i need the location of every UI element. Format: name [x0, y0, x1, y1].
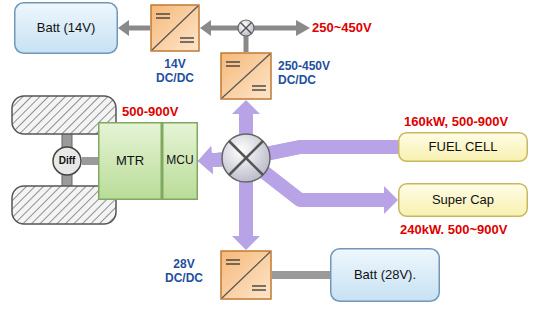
dcdc-converter: 14V DC/DC [150, 4, 200, 52]
arrowhead [232, 236, 260, 250]
arrowhead [198, 146, 213, 174]
fuel-cell-box: FUEL CELL [398, 132, 528, 162]
node-label: Batt (28V). [353, 268, 417, 283]
node-label: MTR [116, 154, 144, 169]
converter-label: 14V DC/DC [144, 58, 206, 86]
dcdc-converter: 250-450V DC/DC [220, 52, 272, 100]
supercap-box: Super Cap [398, 183, 528, 217]
arrowhead [232, 100, 260, 114]
converter-label: 250-450V DC/DC [278, 60, 344, 88]
converter-symbol [220, 250, 272, 300]
voltage-label: 160kW, 500-900V [404, 114, 508, 129]
battery-box: Batt (28V). [330, 248, 440, 302]
battery-box: Batt (14V) [14, 2, 118, 54]
power-flow-connector [272, 275, 330, 276]
voltage-label: 500-900V [122, 104, 178, 119]
node-label: Super Cap [432, 193, 494, 208]
motor-box: MTR [98, 122, 162, 200]
arrowhead [200, 20, 211, 36]
junction-symbol [238, 20, 254, 36]
node-label: Diff [59, 155, 76, 167]
differential: Diff [52, 146, 82, 176]
connector-line [129, 26, 150, 31]
power-flow-connector [118, 20, 150, 36]
voltage-label: 240kW. 500~900V [400, 222, 507, 237]
arrowhead [198, 146, 213, 174]
arrowhead [296, 20, 310, 36]
node-label: MCU [166, 154, 193, 168]
converter-symbol [220, 52, 272, 100]
arrowhead [384, 186, 398, 214]
dcdc-converter: 28V DC/DC [220, 250, 272, 300]
arrowhead [198, 146, 213, 174]
bus-line [254, 26, 298, 31]
connector-line [82, 157, 98, 165]
power-flow-connector [82, 161, 98, 162]
node-label: Batt (14V) [36, 21, 96, 36]
junction-symbol [222, 134, 270, 182]
converter-symbol [150, 4, 200, 52]
connector-line [272, 271, 330, 279]
arrowhead [118, 20, 129, 36]
controller-box: MCU [162, 122, 198, 200]
converter-label: 28V DC/DC [154, 258, 214, 286]
voltage-label: 250~450V [312, 20, 372, 35]
node-label: FUEL CELL [429, 140, 498, 155]
